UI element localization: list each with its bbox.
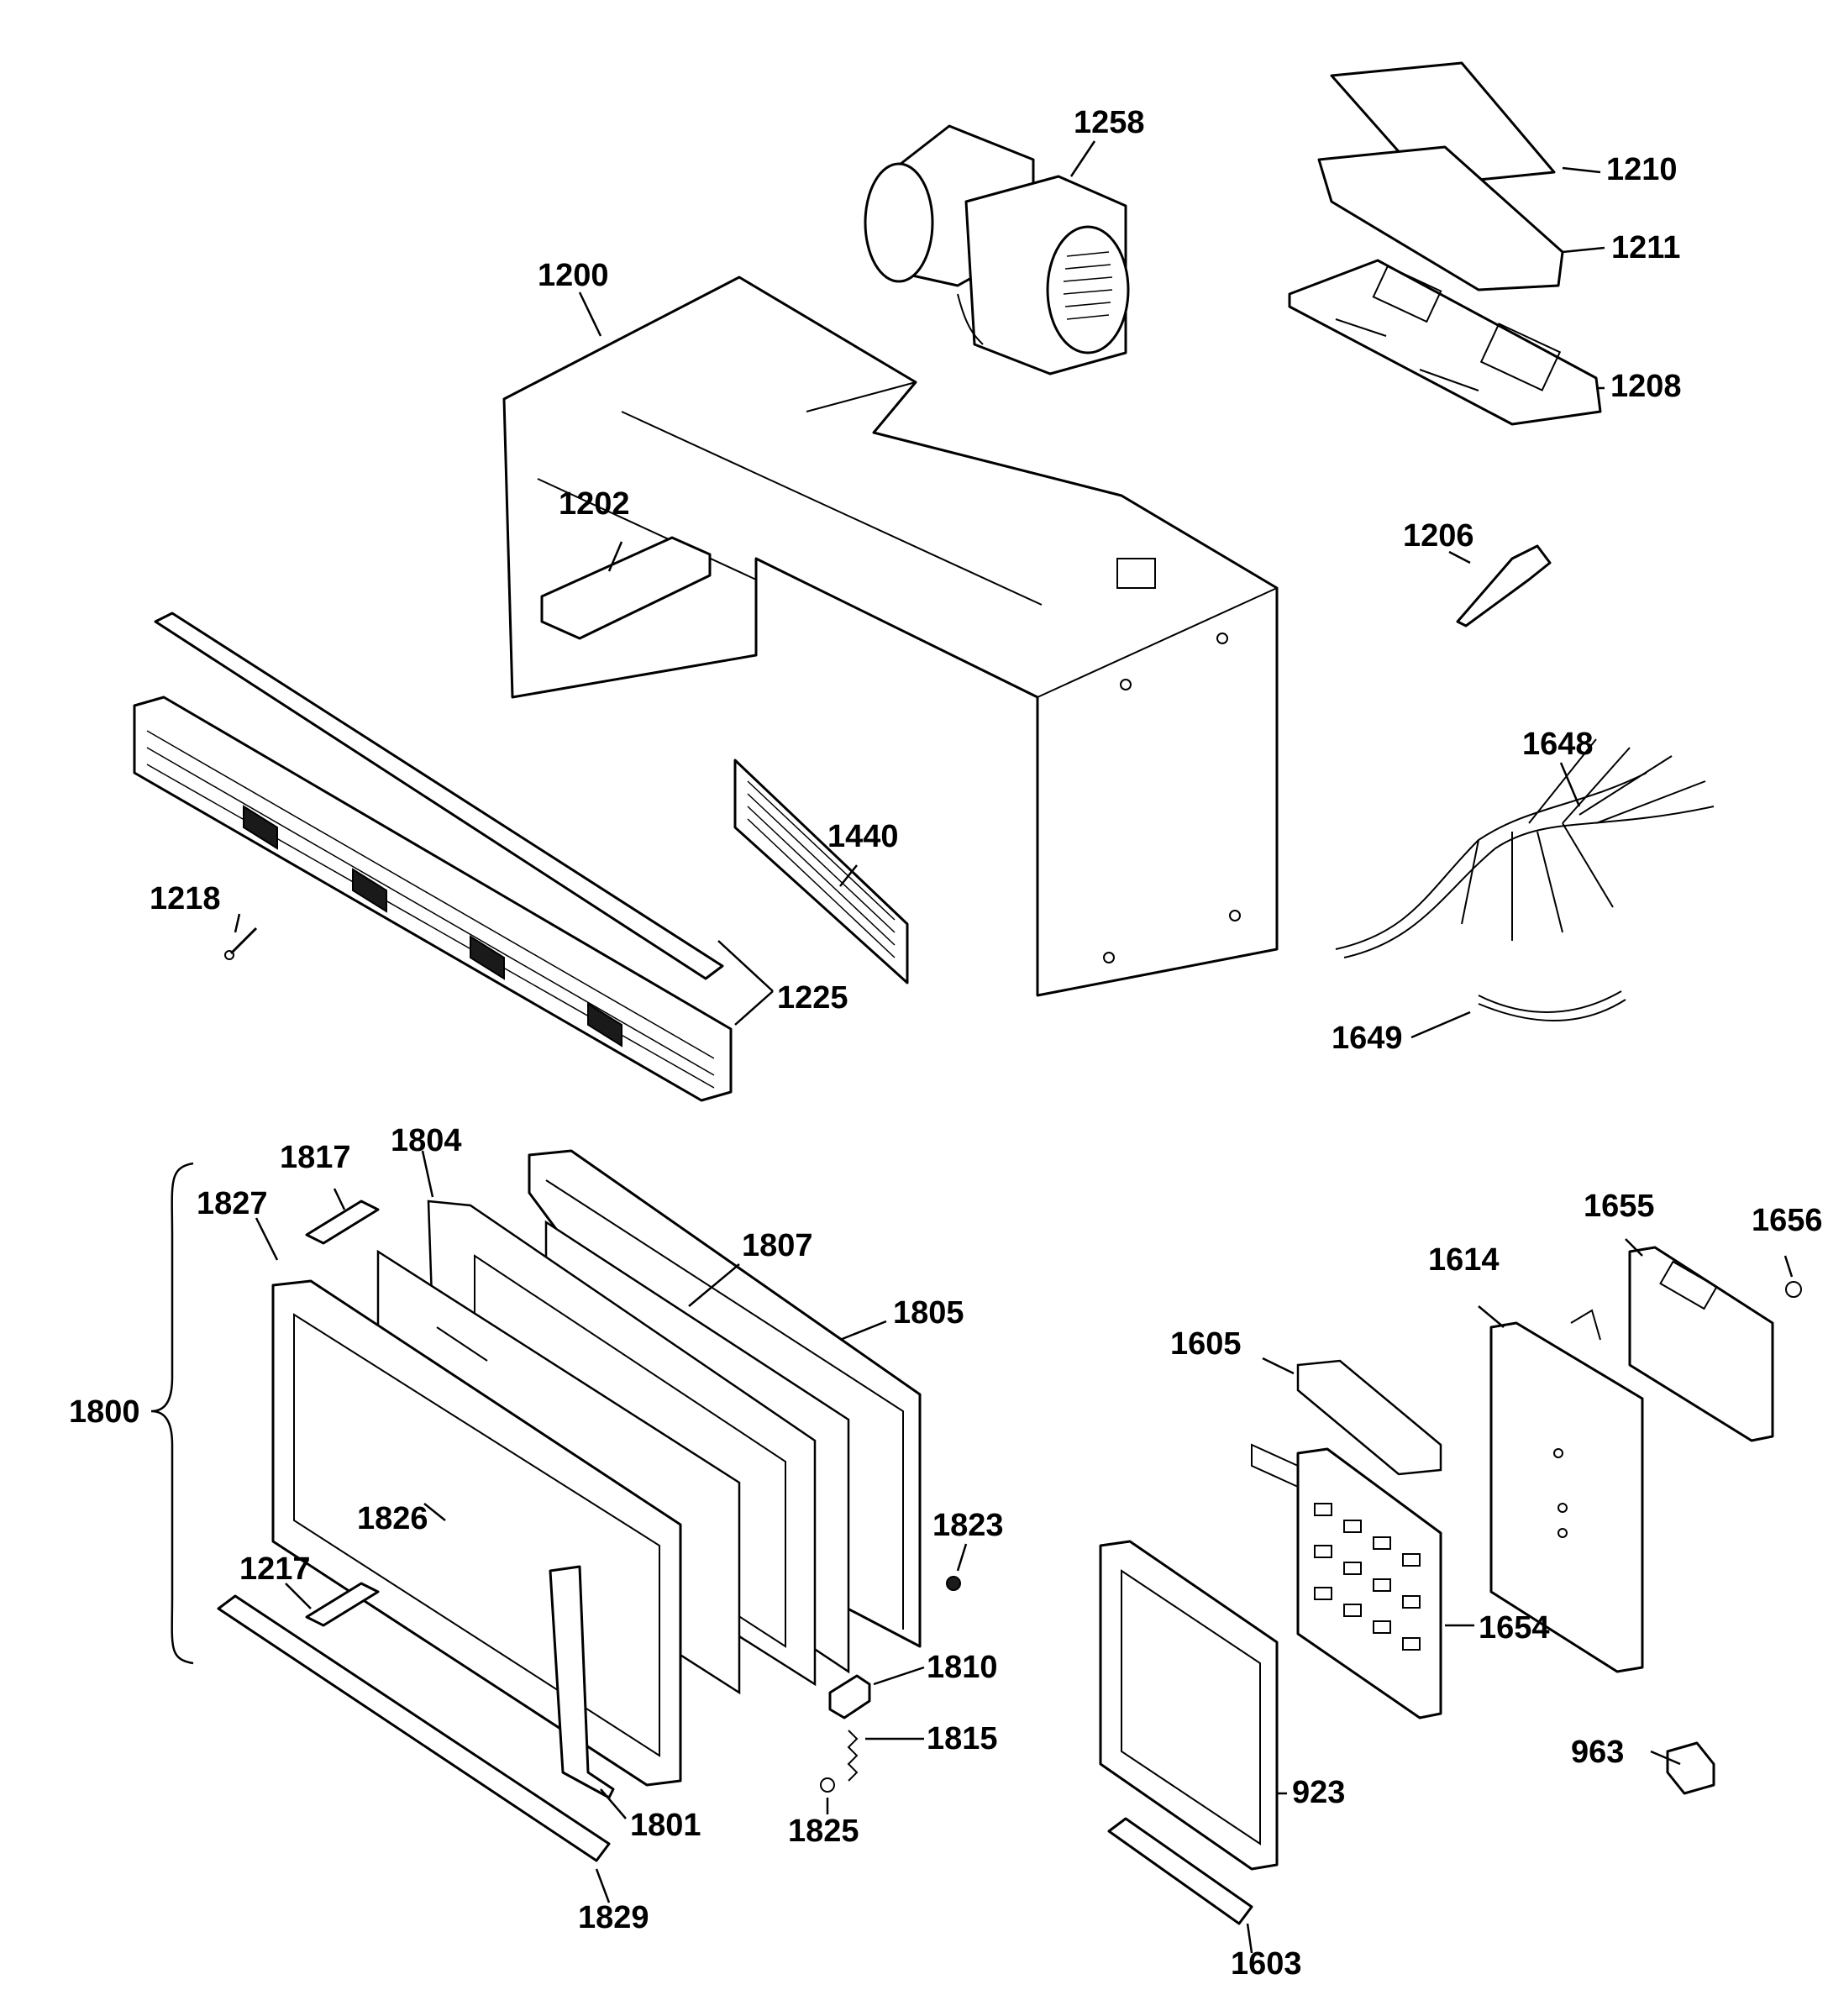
callout-1603: 1603 — [1231, 1946, 1302, 1982]
callout-1206: 1206 — [1403, 518, 1474, 554]
callout-1826: 1826 — [357, 1501, 428, 1536]
callout-1805: 1805 — [893, 1295, 964, 1331]
part-door-brace — [150, 1162, 194, 1665]
callout-1823: 1823 — [932, 1508, 1004, 1543]
part-clip-963 — [1666, 1741, 1715, 1795]
callout-1225: 1225 — [777, 980, 848, 1016]
callout-1218: 1218 — [150, 881, 221, 916]
part-keypad — [1251, 1443, 1442, 1719]
part-power-cord — [1456, 544, 1552, 627]
part-blower-assembly — [864, 124, 1130, 375]
callout-1217: 1217 — [239, 1551, 311, 1587]
part-control-bracket — [1489, 1309, 1644, 1673]
part-outer-case — [502, 276, 1279, 997]
callout-1825: 1825 — [788, 1814, 859, 1849]
callout-1804: 1804 — [391, 1123, 462, 1158]
callout-1827: 1827 — [197, 1186, 268, 1221]
part-vent-grille — [733, 759, 909, 984]
callout-1654: 1654 — [1479, 1610, 1550, 1646]
callout-1810: 1810 — [927, 1650, 998, 1685]
callout-963: 963 — [1571, 1735, 1624, 1770]
callout-1829: 1829 — [578, 1900, 649, 1935]
part-display-window — [1296, 1359, 1442, 1476]
callout-1200: 1200 — [538, 258, 609, 293]
callout-1614: 1614 — [1428, 1242, 1500, 1278]
callout-1211: 1211 — [1611, 230, 1680, 265]
callout-1258: 1258 — [1074, 105, 1145, 140]
callout-1605: 1605 — [1170, 1326, 1242, 1362]
callout-1801: 1801 — [630, 1808, 701, 1843]
part-vent-trim — [133, 612, 733, 1102]
part-sub-harness — [1478, 990, 1626, 1021]
part-top-covers — [1288, 61, 1602, 426]
callout-1800: 1800 — [69, 1394, 140, 1430]
part-screw-1218 — [224, 927, 258, 960]
part-control-frame — [1099, 1540, 1279, 1871]
part-small-hardware — [820, 1576, 961, 1793]
callout-1648: 1648 — [1522, 727, 1594, 762]
callout-923: 923 — [1292, 1775, 1345, 1810]
callout-1817: 1817 — [280, 1140, 351, 1175]
callout-1440: 1440 — [827, 819, 899, 854]
part-latch-1817 — [305, 1200, 380, 1245]
part-latch-1217 — [305, 1582, 380, 1627]
part-wire-harness — [1335, 738, 1715, 958]
leader-lines — [234, 140, 1794, 1954]
callout-1649: 1649 — [1332, 1021, 1403, 1056]
callout-1815: 1815 — [927, 1721, 998, 1756]
part-door-trim — [217, 1594, 611, 1862]
callout-1202: 1202 — [559, 486, 630, 522]
part-control-trim — [1107, 1817, 1253, 1925]
callout-1208: 1208 — [1610, 369, 1682, 404]
callout-1655: 1655 — [1584, 1189, 1655, 1224]
part-small-component-1656 — [1785, 1281, 1802, 1298]
part-circuit-board — [1628, 1246, 1774, 1442]
callout-1656: 1656 — [1752, 1203, 1823, 1238]
callout-labels: 1258 1210 1211 1200 1208 1202 1206 1648 … — [69, 105, 1823, 1982]
callout-1807: 1807 — [742, 1228, 813, 1263]
part-bracket — [540, 536, 712, 640]
callout-1210: 1210 — [1606, 152, 1678, 187]
part-door-handle — [549, 1565, 615, 1799]
